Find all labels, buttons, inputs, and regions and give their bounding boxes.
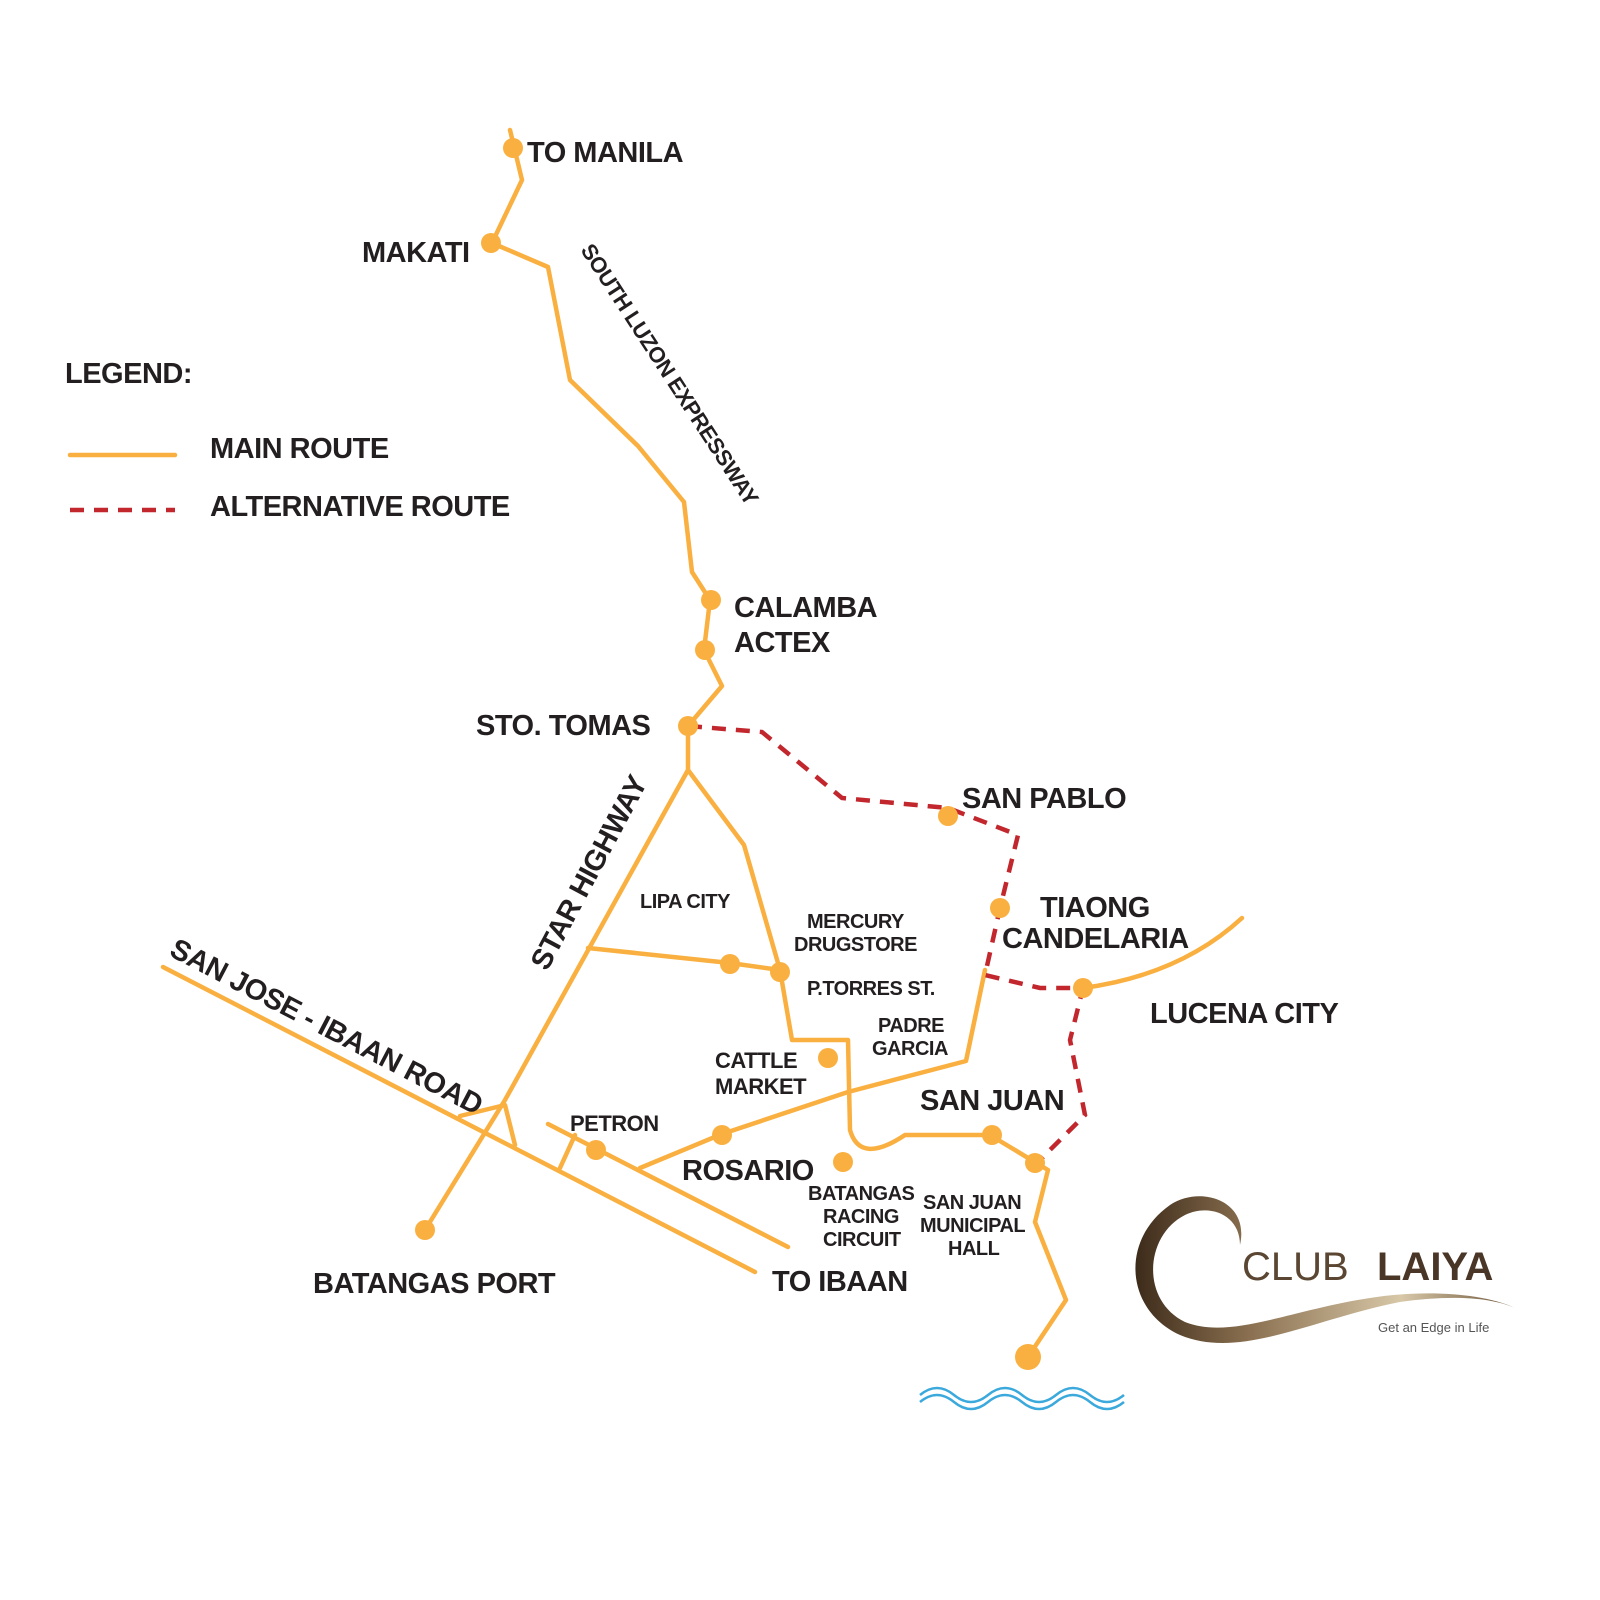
label-makati: MAKATI bbox=[362, 237, 470, 269]
logo-tagline: Get an Edge in Life bbox=[1378, 1320, 1489, 1335]
label-padre: PADRE bbox=[878, 1015, 944, 1037]
label-cattle: CATTLE bbox=[715, 1048, 797, 1073]
label-lipa-city: LIPA CITY bbox=[640, 891, 731, 913]
main-routes bbox=[160, 127, 1245, 1360]
label-slex: SOUTH LUZON EXPRESSWAY bbox=[576, 239, 764, 510]
logo-laiya: LAIYA bbox=[1377, 1245, 1493, 1289]
label-racing: RACING bbox=[823, 1206, 899, 1228]
label-actex: ACTEX bbox=[734, 627, 831, 659]
label-petron: PETRON bbox=[570, 1111, 659, 1136]
label-garcia: GARCIA bbox=[872, 1038, 948, 1060]
label-batangas-racing: BATANGAS bbox=[808, 1183, 915, 1205]
alternative-route bbox=[687, 723, 1088, 1162]
label-circuit: CIRCUIT bbox=[823, 1229, 901, 1251]
label-rosario: ROSARIO bbox=[682, 1155, 814, 1187]
label-candelaria: CANDELARIA bbox=[1002, 923, 1189, 955]
label-lucena-city: LUCENA CITY bbox=[1150, 998, 1339, 1030]
label-san-juan: SAN JUAN bbox=[920, 1085, 1064, 1117]
label-hall: HALL bbox=[948, 1238, 1000, 1260]
water-waves-icon bbox=[919, 1386, 1125, 1411]
logo-club: CLUB bbox=[1242, 1245, 1349, 1289]
label-san-pablo: SAN PABLO bbox=[962, 783, 1126, 815]
legend-alt-label: ALTERNATIVE ROUTE bbox=[210, 491, 510, 523]
label-calamba: CALAMBA bbox=[734, 592, 878, 624]
legend-main-label: MAIN ROUTE bbox=[210, 433, 389, 465]
legend-title: LEGEND: bbox=[65, 358, 192, 390]
label-san-jose-ibaan: SAN JOSE - IBAAN ROAD bbox=[165, 933, 488, 1122]
label-sto-tomas: STO. TOMAS bbox=[476, 710, 651, 742]
label-to-ibaan: TO IBAAN bbox=[772, 1266, 908, 1298]
location-markers bbox=[415, 138, 1093, 1370]
label-market: MARKET bbox=[715, 1074, 807, 1099]
club-laiya-logo: CLUB LAIYA Get an Edge in Life bbox=[1135, 1196, 1515, 1343]
label-tiaong: TIAONG bbox=[1040, 892, 1150, 924]
label-san-juan-hall: SAN JUAN bbox=[923, 1192, 1021, 1214]
label-mercury: MERCURY bbox=[807, 911, 905, 933]
label-drugstore: DRUGSTORE bbox=[794, 934, 917, 956]
label-to-manila: TO MANILA bbox=[527, 137, 684, 169]
label-municipal: MUNICIPAL bbox=[920, 1215, 1025, 1237]
label-batangas-port: BATANGAS PORT bbox=[313, 1268, 556, 1300]
label-ptorres: P.TORRES ST. bbox=[807, 978, 935, 1000]
